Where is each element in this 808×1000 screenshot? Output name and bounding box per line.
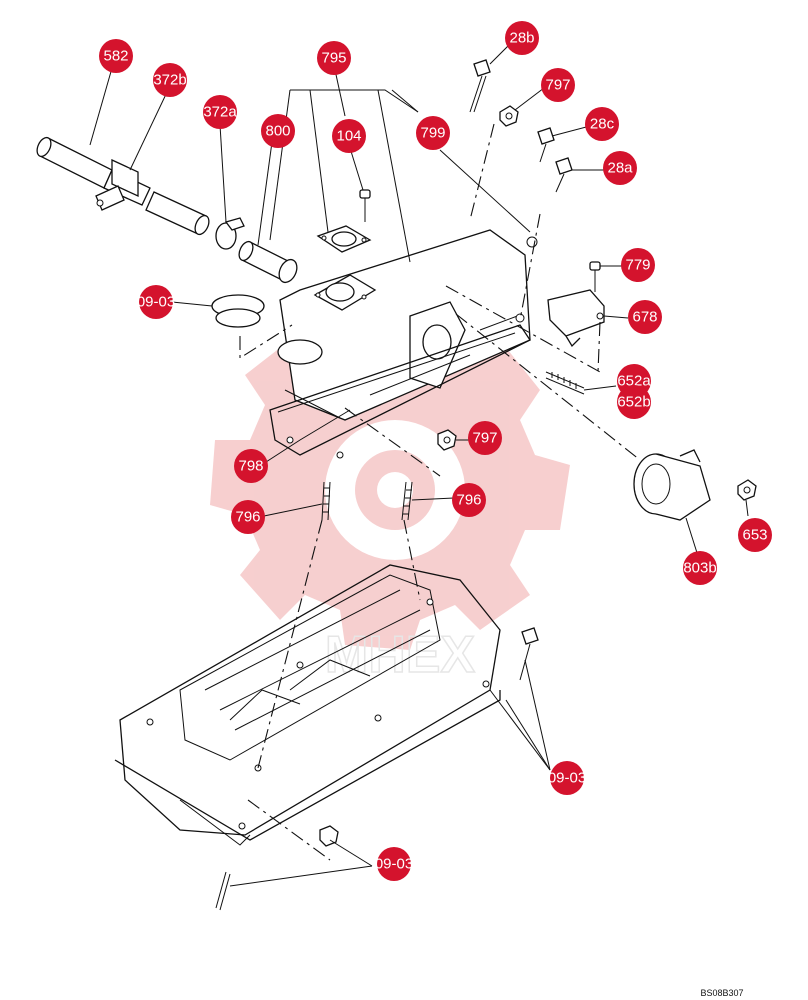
callout-label: 795 xyxy=(321,50,346,67)
callout-803b[interactable]: 803b xyxy=(683,551,717,585)
callout-678[interactable]: 678 xyxy=(628,300,662,334)
bolt-28b xyxy=(469,59,491,113)
callout-0903-right[interactable]: 09-03 xyxy=(548,761,586,795)
callout-label: 797 xyxy=(545,77,570,94)
callout-label: 797 xyxy=(472,430,497,447)
bolt-28a xyxy=(555,157,573,193)
callout-label: 09-03 xyxy=(548,770,586,787)
nut-797-mid xyxy=(437,429,457,451)
stud-652 xyxy=(545,371,585,395)
alignment-lines xyxy=(239,123,641,861)
sensor-678 xyxy=(547,289,605,348)
callout-582[interactable]: 582 xyxy=(99,39,133,73)
clamp-372b xyxy=(95,158,139,211)
callout-800[interactable]: 800 xyxy=(261,114,295,148)
gear-logo-watermark-icon xyxy=(210,330,570,650)
callout-797-top[interactable]: 797 xyxy=(541,68,575,102)
fitting-800 xyxy=(238,240,298,284)
callout-0903-bottom[interactable]: 09-03 xyxy=(375,847,413,881)
callout-372b[interactable]: 372b xyxy=(153,63,187,97)
callout-label: 28c xyxy=(590,116,615,133)
bolt-0903-right xyxy=(519,627,539,681)
watermark-text: MHEX xyxy=(325,626,476,684)
callout-label: 779 xyxy=(625,257,650,274)
callout-label: 800 xyxy=(265,123,290,140)
valve-cover-assembly xyxy=(277,229,538,421)
callout-label: 678 xyxy=(632,309,657,326)
nut-797-top xyxy=(499,105,519,127)
callout-779[interactable]: 779 xyxy=(621,248,655,282)
stud-796-right xyxy=(401,481,413,521)
clamp-372a xyxy=(215,217,245,250)
callout-799[interactable]: 799 xyxy=(416,116,450,150)
oil-cap xyxy=(211,294,265,328)
callout-label: 104 xyxy=(336,128,361,145)
callout-652b[interactable]: 652b xyxy=(617,385,651,419)
screw-104 xyxy=(359,189,371,222)
nut-0903-bottom xyxy=(319,825,339,847)
callout-28b[interactable]: 28b xyxy=(505,21,539,55)
callout-label: 798 xyxy=(238,458,263,475)
callout-796-right[interactable]: 796 xyxy=(452,483,486,517)
callout-label: 372a xyxy=(203,104,237,121)
callout-label: 28a xyxy=(607,160,633,177)
screw-779 xyxy=(589,261,601,292)
callout-label: 372b xyxy=(153,72,186,89)
nut-653 xyxy=(737,479,757,501)
elbow-803b xyxy=(633,449,711,521)
callout-label: 582 xyxy=(103,48,128,65)
callout-798[interactable]: 798 xyxy=(234,449,268,483)
bolt-28c xyxy=(537,127,555,163)
callout-372a[interactable]: 372a xyxy=(203,95,237,129)
callout-797-mid[interactable]: 797 xyxy=(468,421,502,455)
callout-label: 28b xyxy=(509,30,534,47)
callout-104[interactable]: 104 xyxy=(332,119,366,153)
callout-label: 796 xyxy=(235,509,260,526)
callout-label: 09-03 xyxy=(137,294,175,311)
callout-label: 652a xyxy=(617,373,651,390)
callout-label: 653 xyxy=(742,527,767,544)
callout-795[interactable]: 795 xyxy=(317,41,351,75)
gasket-798 xyxy=(269,324,531,459)
callout-653[interactable]: 653 xyxy=(738,518,772,552)
drawing-code: BS08B307 xyxy=(700,988,743,998)
callout-label: 796 xyxy=(456,492,481,509)
callout-label: 652b xyxy=(617,394,650,411)
callout-label: 799 xyxy=(420,125,445,142)
callout-label: 803b xyxy=(683,560,716,577)
callout-28c[interactable]: 28c xyxy=(585,107,619,141)
callout-28a[interactable]: 28a xyxy=(603,151,637,185)
callout-796-left[interactable]: 796 xyxy=(231,500,265,534)
callout-label: 09-03 xyxy=(375,856,413,873)
stud-796-left xyxy=(321,481,331,521)
flange-795 xyxy=(316,225,372,253)
callout-0903-left[interactable]: 09-03 xyxy=(137,285,175,319)
stud-0903-bottom xyxy=(215,871,231,911)
